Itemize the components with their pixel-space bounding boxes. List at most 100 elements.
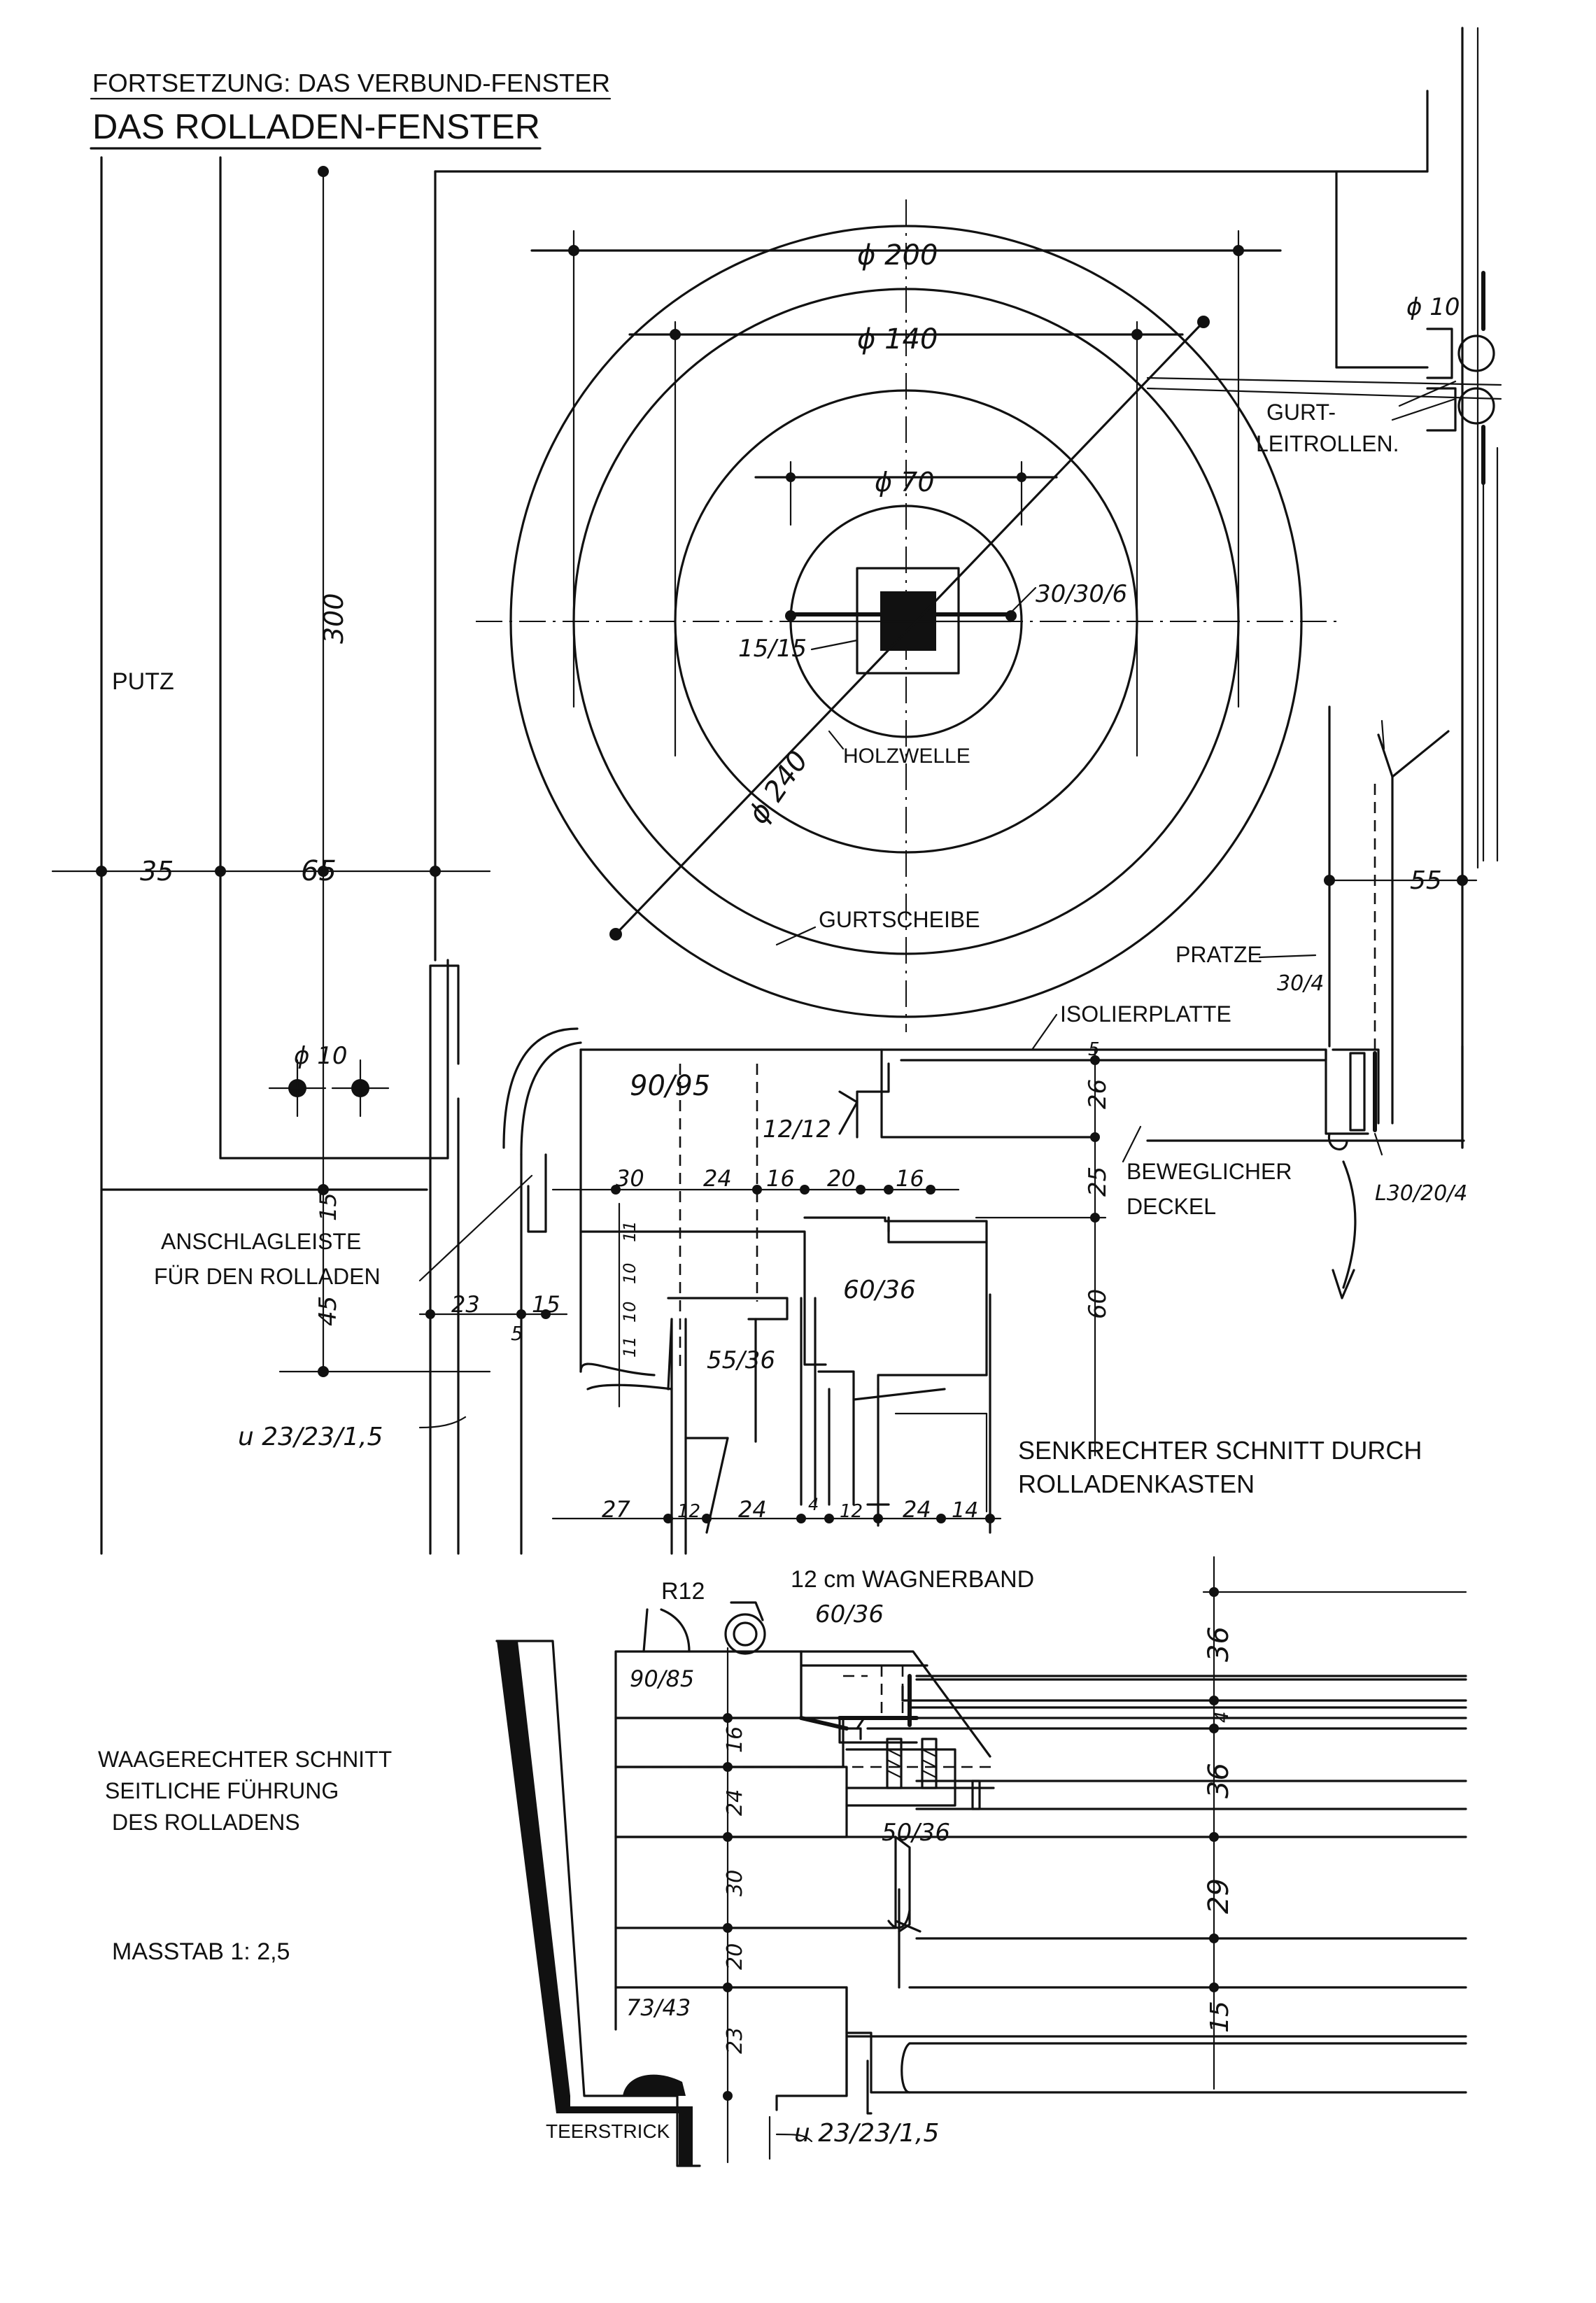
- dim-square: 15/15: [738, 635, 807, 663]
- label-gurt-leitrollen-2: LEITROLLEN.: [1256, 431, 1399, 456]
- label-teerstrick: TEERSTRICK: [546, 2120, 670, 2142]
- label-90-85: 90/85: [630, 1665, 694, 1692]
- dim-b12a: 12: [677, 1501, 700, 1522]
- label-isolierplatte: ISOLIERPLATTE: [1060, 1001, 1231, 1027]
- dim-h24: 24: [703, 1165, 732, 1192]
- dim-b24a: 24: [738, 1496, 767, 1523]
- horizontal-section: 12 cm WAGNERBAND R12 60/36 90/85 50/36 7…: [98, 1556, 1467, 2167]
- dim-d70: ϕ 70: [875, 467, 935, 498]
- left-dimension-lines: [51, 166, 1478, 1523]
- dim-s10b: 10: [620, 1301, 640, 1323]
- dim-r15: 15: [1206, 2001, 1234, 2033]
- label-60-36: 60/36: [815, 1600, 884, 1628]
- horizontal-section-labels: 12 cm WAGNERBAND R12 60/36 90/85 50/36 7…: [98, 1566, 1034, 2148]
- label-gurtscheibe: GURTSCHEIBE: [819, 907, 980, 932]
- anchor-bolts: [268, 1059, 390, 1118]
- dim-b14: 14: [952, 1498, 978, 1523]
- dim-v23: 23: [723, 2027, 747, 2054]
- dim-d200: ϕ 200: [857, 239, 938, 272]
- label-putz: PUTZ: [112, 668, 174, 695]
- label-r12: R12: [661, 1578, 705, 1605]
- label-u-profile-upper: u 23/23/1,5: [238, 1423, 383, 1451]
- wall-wedge: [495, 1640, 701, 2167]
- dim-h300: 300: [318, 593, 349, 644]
- dim-r29: 29: [1203, 1878, 1235, 1914]
- caption-horizontal-2: SEITLICHE FÜHRUNG: [105, 1778, 339, 1803]
- dim-b24b: 24: [903, 1496, 931, 1523]
- label-50-36: 50/36: [882, 1819, 950, 1847]
- circle-dimension-lines: [530, 230, 1282, 757]
- dim-v24: 24: [723, 1789, 747, 1816]
- dim-v15: 15: [315, 1192, 341, 1221]
- dim-d10-bottom: ϕ 10: [294, 1042, 348, 1070]
- vertical-section: PUTZ HOLZWELLE GURTSCHEIBE GURT- LEITROL…: [51, 27, 1502, 1555]
- dim-h30: 30: [616, 1165, 644, 1192]
- dim-v25: 25: [1084, 1167, 1112, 1197]
- dim-d10-top: ϕ 10: [1406, 293, 1460, 321]
- dim-90-95: 90/95: [630, 1070, 710, 1102]
- dim-h16b: 16: [896, 1165, 924, 1192]
- guide-rails: [616, 1601, 1467, 1810]
- dim-s11b: 11: [620, 1336, 640, 1358]
- dim-r36b: 36: [1203, 1763, 1235, 1798]
- label-anschlagleiste: ANSCHLAGLEISTE: [161, 1229, 361, 1254]
- dim-b4: 4: [808, 1495, 819, 1514]
- label-gurt-leitrollen-1: GURT-: [1266, 400, 1336, 425]
- dim-r36a: 36: [1203, 1626, 1235, 1662]
- horizontal-dimension-lines: [723, 1556, 1467, 2164]
- leader-lines: [418, 380, 1457, 1429]
- dim-h23: 23: [451, 1291, 480, 1318]
- dim-s11a: 11: [620, 1220, 640, 1242]
- dim-12-12: 12/12: [763, 1115, 831, 1143]
- vertical-section-dimensions: ϕ 200 ϕ 140 ϕ 70 ϕ 240 ϕ 10 ϕ 10 30/30/6…: [140, 239, 1460, 1523]
- label-73-43: 73/43: [626, 1994, 691, 2021]
- caption-vertical-1: SENKRECHTER SCHNITT DURCH: [1018, 1436, 1422, 1465]
- caption-horizontal-3: DES ROLLADENS: [112, 1810, 300, 1835]
- dim-w55: 55: [1410, 866, 1442, 895]
- label-fuer-den-rolladen: FÜR DEN ROLLADEN: [154, 1264, 381, 1289]
- label-pratze: PRATZE: [1175, 942, 1262, 967]
- vertical-section-labels: PUTZ HOLZWELLE GURTSCHEIBE GURT- LEITROL…: [112, 400, 1467, 1498]
- dim-s10a: 10: [620, 1262, 640, 1284]
- dim-h16a: 16: [766, 1165, 795, 1192]
- label-wagnerband: 12 cm WAGNERBAND: [791, 1566, 1034, 1593]
- wall-outline: [100, 27, 1499, 1555]
- dim-h15: 15: [532, 1291, 560, 1318]
- dim-v60: 60: [1084, 1289, 1112, 1319]
- continuation-title: FORTSETZUNG: DAS VERBUND-FENSTER: [92, 69, 610, 97]
- dim-b27: 27: [602, 1496, 630, 1523]
- dim-h20: 20: [827, 1165, 856, 1192]
- caption-vertical-2: ROLLADENKASTEN: [1018, 1470, 1255, 1498]
- lintel-profiles: [429, 964, 1093, 1555]
- dim-h5: 5: [511, 1322, 523, 1345]
- scale-note: MASSTAB 1: 2,5: [112, 1938, 290, 1965]
- frame-blocks: [614, 1650, 1467, 2115]
- label-beweglicher: BEWEGLICHER: [1127, 1159, 1292, 1184]
- header: FORTSETZUNG: DAS VERBUND-FENSTER DAS ROL…: [90, 69, 612, 150]
- label-angle-profile: L30/20/4: [1375, 1181, 1467, 1206]
- page-title: DAS ROLLADEN-FENSTER: [92, 107, 540, 146]
- horizontal-section-dimensions: 16 24 30 20 23 36 4 36 29 15: [723, 1626, 1235, 2054]
- dim-d140: ϕ 140: [857, 323, 938, 355]
- dim-b12b: 12: [840, 1501, 863, 1522]
- label-holzwelle: HOLZWELLE: [843, 745, 970, 768]
- cover-assembly: [838, 719, 1450, 1300]
- dim-r4: 4: [1212, 1711, 1233, 1723]
- label-u-profile-lower: u 23/23/1,5: [794, 2119, 939, 2148]
- dim-d240: ϕ 240: [742, 745, 815, 830]
- dim-60-36: 60/36: [843, 1276, 916, 1304]
- dim-w35: 35: [140, 856, 174, 887]
- dim-v26: 26: [1084, 1079, 1112, 1109]
- dim-v30: 30: [723, 1870, 747, 1896]
- dim-w65: 65: [301, 855, 337, 887]
- dim-v45: 45: [314, 1296, 342, 1326]
- dim-v5-top: 5: [1088, 1039, 1100, 1060]
- dim-v16: 16: [723, 1726, 747, 1753]
- caption-horizontal-1: WAAGERECHTER SCHNITT: [98, 1747, 392, 1772]
- label-pratze-size: 30/4: [1277, 971, 1324, 996]
- dim-flat-bar: 30/30/6: [1036, 580, 1127, 608]
- gurt-leitrollen: [1146, 328, 1502, 432]
- dim-55-36: 55/36: [707, 1346, 775, 1374]
- label-deckel: DECKEL: [1127, 1194, 1216, 1219]
